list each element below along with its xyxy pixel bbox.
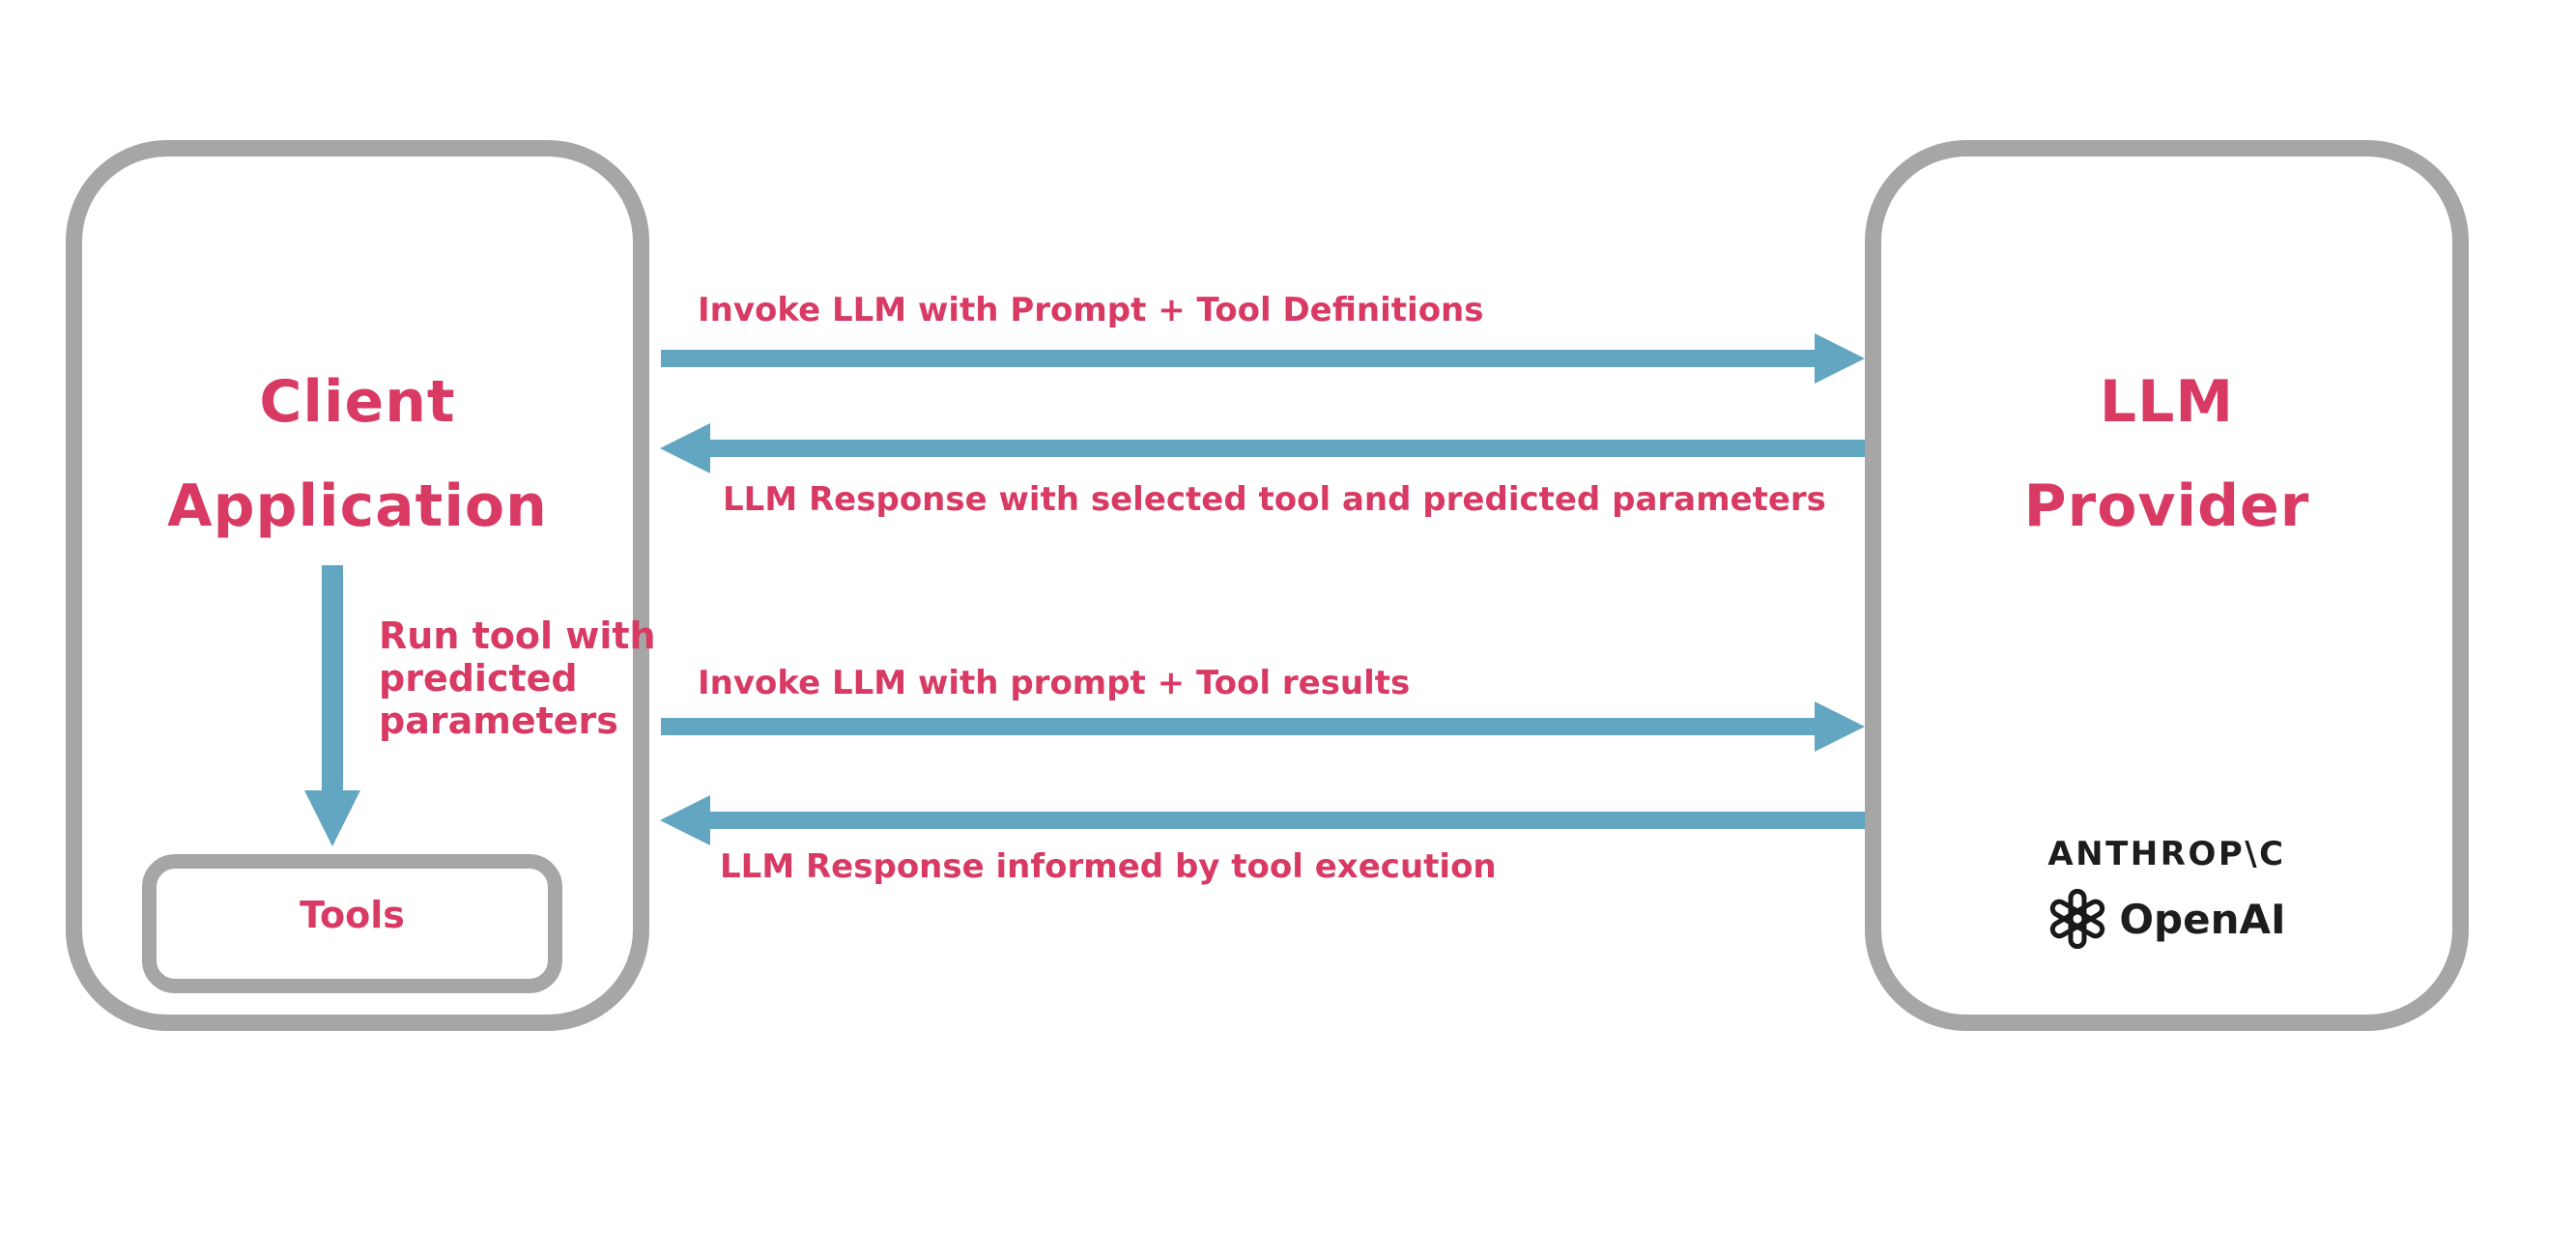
message-arrow-2-arrowhead-left-icon	[660, 423, 710, 473]
tools-box: Tools	[142, 854, 562, 993]
run-tool-arrowhead-down-icon	[304, 790, 360, 846]
message-label-2: LLM Response with selected tool and pred…	[723, 480, 1826, 519]
run-tool-arrow-shaft	[322, 565, 343, 790]
message-arrow-2-shaft	[710, 440, 1865, 457]
openai-logo: OpenAI	[2047, 889, 2286, 949]
tools-label: Tools	[300, 894, 405, 936]
message-arrow-1-arrowhead-right-icon	[1815, 333, 1865, 384]
message-arrow-3-arrowhead-right-icon	[1815, 701, 1865, 752]
message-arrow-4-shaft	[710, 812, 1865, 829]
message-arrow-3-shaft	[661, 718, 1815, 735]
message-label-1: Invoke LLM with Prompt + Tool Definition…	[698, 291, 1484, 329]
anthropic-logo: ANTHROP\C	[2047, 835, 2286, 873]
client-application-box: Client Application Tools	[66, 140, 649, 1031]
llm-provider-box: LLM Provider ANTHROP\C OpenAI	[1865, 140, 2469, 1031]
message-arrow-4-arrowhead-left-icon	[660, 795, 710, 845]
client-application-title: Client Application	[167, 368, 548, 540]
openai-wordmark: OpenAI	[2119, 895, 2286, 943]
provider-logos: ANTHROP\C OpenAI	[1881, 835, 2452, 949]
run-tool-label: Run tool with predicted parameters	[379, 615, 656, 743]
message-label-4: LLM Response informed by tool execution	[720, 847, 1497, 886]
llm-provider-title: LLM Provider	[2023, 368, 2310, 540]
message-label-3: Invoke LLM with prompt + Tool results	[698, 664, 1411, 702]
openai-logo-icon	[2050, 889, 2105, 949]
message-arrow-1-shaft	[661, 350, 1815, 367]
